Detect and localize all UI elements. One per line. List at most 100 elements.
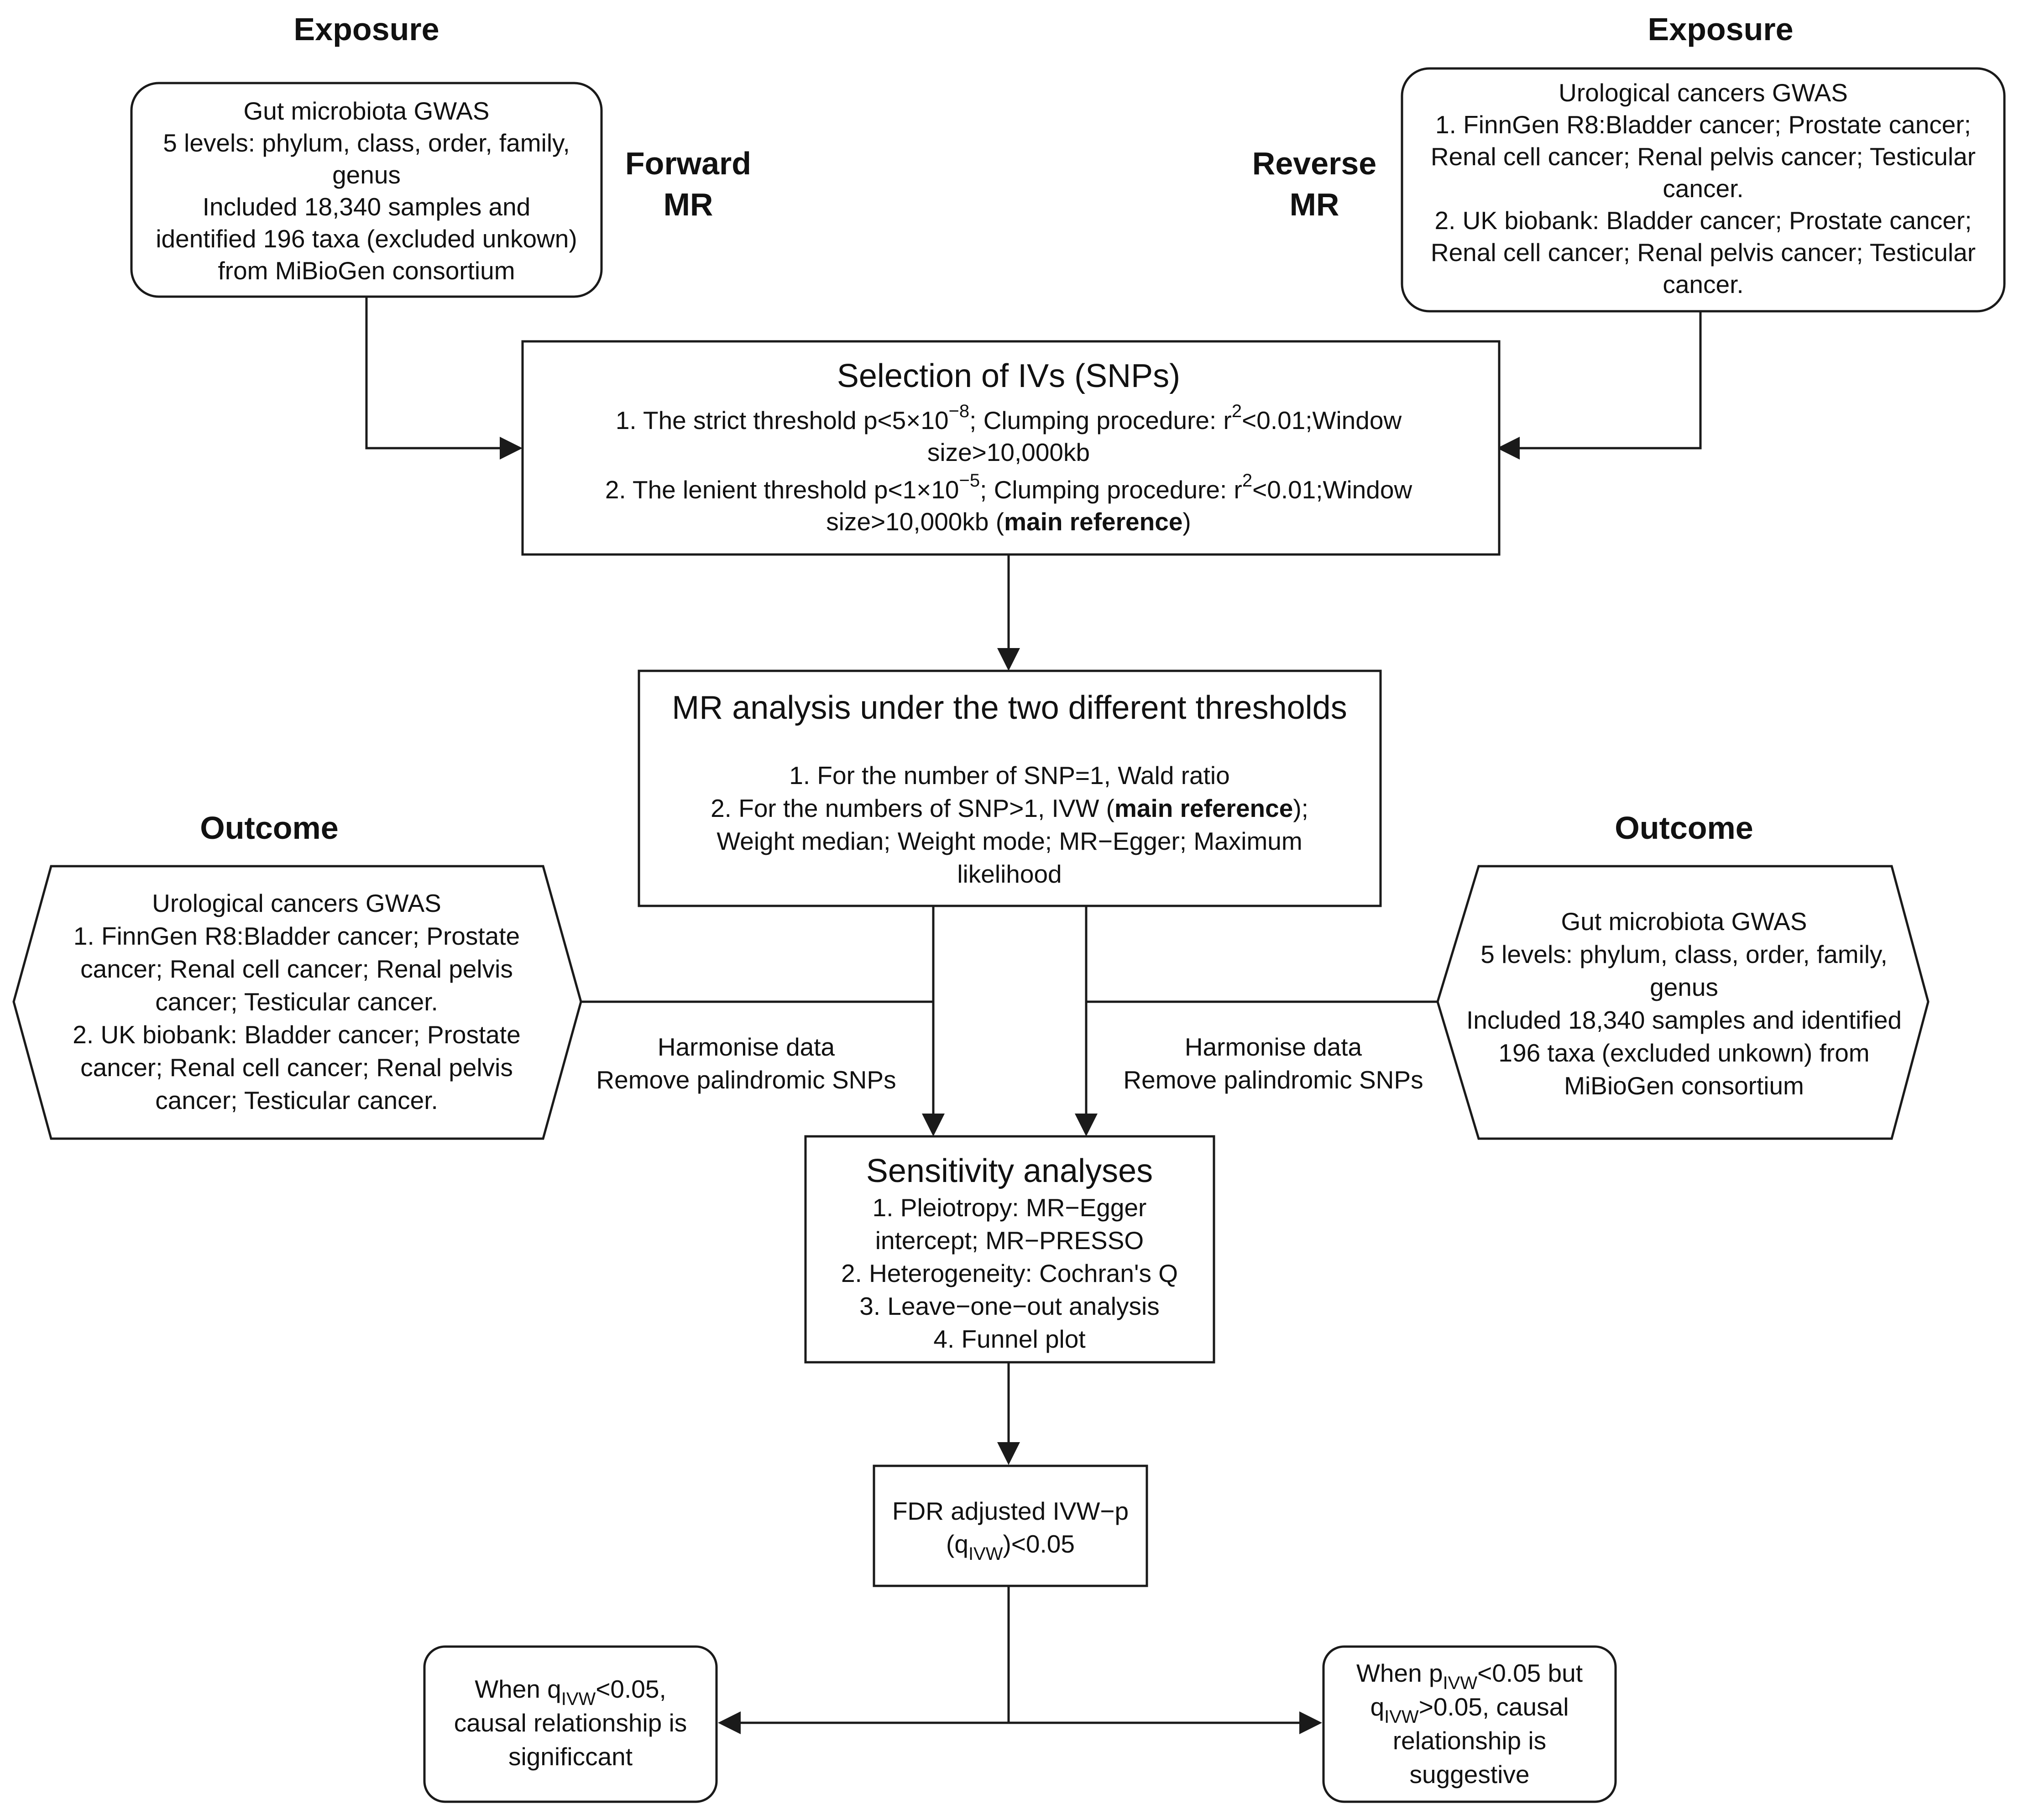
- box-line: 2. For the numbers of SNP>1, IVW (main r…: [711, 794, 1308, 822]
- text-run: IVW: [1443, 1673, 1478, 1693]
- box-line: 2. UK biobank: Bladder cancer; Prostate: [73, 1020, 520, 1049]
- box-line: 196 taxa (excluded unkown) from: [1498, 1039, 1869, 1067]
- right-harmonise-label: Harmonise data: [1185, 1033, 1362, 1061]
- box-line: 1. FinnGen R8:Bladder cancer; Prostate c…: [1435, 110, 1971, 139]
- selection-of-ivs-box: Selection of IVs (SNPs) 1. The strict th…: [521, 340, 1501, 556]
- box-line: genus: [1650, 973, 1718, 1001]
- sensitivity-analyses-box: Sensitivity analyses 1. Pleiotropy: MR−E…: [804, 1135, 1215, 1364]
- box-line: 2. Heterogeneity: Cochran's Q: [841, 1259, 1178, 1287]
- text-run: IVW: [1384, 1707, 1419, 1727]
- box-line: Included 18,340 samples and: [203, 193, 531, 221]
- gut-microbiota-exposure-box: Gut microbiota GWAS 5 levels: phylum, cl…: [130, 82, 603, 298]
- box-line: intercept; MR−PRESSO: [875, 1226, 1144, 1255]
- text-run: 2: [1232, 401, 1242, 421]
- box-line: cancer.: [1663, 270, 1743, 298]
- text-run: <0.01;Window: [1252, 476, 1412, 504]
- left-harmonise-label: Remove palindromic SNPs: [596, 1066, 896, 1094]
- text-run: >0.05, causal: [1419, 1693, 1569, 1721]
- forward-mr-label-line1: Forward: [625, 146, 751, 181]
- text-run: 2: [1242, 471, 1252, 491]
- mr-analysis-box: MR analysis under the two different thre…: [638, 669, 1382, 907]
- box-line: 4. Funnel plot: [933, 1325, 1085, 1353]
- strict-threshold-line: 1. The strict threshold p<5×10−8; Clumpi…: [616, 401, 1402, 434]
- box-line: Urological cancers GWAS: [1559, 78, 1848, 107]
- box-line: Included 18,340 samples and identified: [1466, 1006, 1902, 1034]
- box-line: 1. Pleiotropy: MR−Egger: [873, 1193, 1147, 1222]
- text-run: <0.01;Window: [1242, 406, 1402, 434]
- text-run: (q: [946, 1530, 968, 1558]
- box-line: Weight median; Weight mode; MR−Egger; Ma…: [717, 827, 1302, 855]
- text-run: IVW: [968, 1544, 1003, 1564]
- text-run: );: [1293, 794, 1308, 822]
- text-run: q: [1370, 1693, 1385, 1721]
- box-line: 2. UK biobank: Bladder cancer; Prostate …: [1434, 206, 1972, 235]
- box-line: cancer; Renal cell cancer; Renal pelvis: [80, 955, 513, 983]
- box-line: identified 196 taxa (excluded unkown): [156, 225, 577, 253]
- box-line: relationship is: [1393, 1726, 1546, 1755]
- text-run: <0.05,: [596, 1675, 666, 1703]
- box-line: suggestive: [1410, 1760, 1530, 1789]
- box-line: 1. For the number of SNP=1, Wald ratio: [789, 761, 1229, 790]
- fdr-box: FDR adjusted IVW−p (qIVW)<0.05: [873, 1464, 1148, 1587]
- box-line: Renal cell cancer; Renal pelvis cancer; …: [1431, 142, 1976, 171]
- text-run: 2. For the numbers of SNP>1, IVW (: [711, 794, 1114, 822]
- text-run: size>10,000kb (: [826, 507, 1004, 536]
- strict-window-line: size>10,000kb: [927, 438, 1090, 466]
- left-outcome-header: Outcome: [200, 810, 338, 846]
- box-line: cancer; Testicular cancer.: [155, 988, 438, 1016]
- box-line: qIVW>0.05, causal: [1370, 1693, 1569, 1727]
- gut-microbiota-outcome-box: Gut microbiota GWAS 5 levels: phylum, cl…: [1436, 865, 1930, 1140]
- box-line: Gut microbiota GWAS: [1561, 907, 1807, 936]
- box-line: causal relationship is: [454, 1709, 687, 1737]
- text-run: When p: [1356, 1659, 1443, 1687]
- connectors: [365, 297, 1702, 1734]
- right-exposure-header: Exposure: [1648, 11, 1794, 47]
- lenient-window-line: size>10,000kb (main reference): [826, 507, 1191, 536]
- text-run: 2. The lenient threshold p<1×10: [605, 476, 959, 504]
- lenient-threshold-line: 2. The lenient threshold p<1×10−5; Clump…: [605, 471, 1412, 504]
- box-line: When pIVW<0.05 but: [1356, 1659, 1583, 1693]
- box-line: from MiBioGen consortium: [218, 256, 515, 285]
- text-run: ): [1182, 507, 1191, 536]
- box-line: Gut microbiota GWAS: [244, 97, 490, 125]
- box-line: MiBioGen consortium: [1564, 1072, 1804, 1100]
- forward-exposure-connector: [365, 297, 523, 460]
- box-line: cancer; Renal cell cancer; Renal pelvis: [80, 1053, 513, 1082]
- box-line: significcant: [508, 1742, 633, 1771]
- text-run: <0.05 but: [1477, 1659, 1583, 1687]
- text-run: ; Clumping procedure: r: [980, 476, 1242, 504]
- text-run: −5: [959, 471, 980, 491]
- right-harmonise-label: Remove palindromic SNPs: [1123, 1066, 1423, 1094]
- reverse-mr-label-line2: MR: [1290, 187, 1339, 222]
- box-line: 3. Leave−one−out analysis: [859, 1292, 1159, 1320]
- box-line: (qIVW)<0.05: [946, 1530, 1075, 1564]
- selection-title: Selection of IVs (SNPs): [837, 358, 1180, 394]
- right-outcome-header: Outcome: [1615, 810, 1753, 846]
- box-line: cancer.: [1663, 174, 1743, 203]
- urological-cancers-outcome-box: Urological cancers GWAS 1. FinnGen R8:Bl…: [12, 865, 582, 1140]
- box-line: 1. FinnGen R8:Bladder cancer; Prostate: [73, 922, 520, 950]
- reverse-mr-label-line1: Reverse: [1252, 146, 1376, 181]
- left-exposure-header: Exposure: [294, 11, 439, 47]
- text-run: main reference: [1004, 507, 1182, 536]
- box-line: cancer; Testicular cancer.: [155, 1086, 438, 1114]
- mr-analysis-title: MR analysis under the two different thre…: [672, 690, 1347, 726]
- box-line: Urological cancers GWAS: [152, 889, 441, 917]
- box-line: 5 levels: phylum, class, order, family,: [163, 129, 570, 157]
- text-run: When q: [475, 1675, 561, 1703]
- forward-mr-label-line2: MR: [664, 187, 713, 222]
- left-harmonise-label: Harmonise data: [658, 1033, 835, 1061]
- text-run: −8: [949, 401, 970, 421]
- text-run: ; Clumping procedure: r: [969, 406, 1232, 434]
- box-line: Renal cell cancer; Renal pelvis cancer; …: [1431, 238, 1976, 267]
- box-line: FDR adjusted IVW−p: [892, 1497, 1129, 1525]
- text-run: 1. The strict threshold p<5×10: [616, 406, 949, 434]
- urological-cancers-exposure-box: Urological cancers GWAS 1. FinnGen R8:Bl…: [1401, 67, 2006, 313]
- box-line: likelihood: [957, 860, 1062, 888]
- text-run: )<0.05: [1003, 1530, 1074, 1558]
- text-run: main reference: [1114, 794, 1293, 822]
- box-line: genus: [332, 161, 401, 189]
- suggestive-result-box: When pIVW<0.05 but qIVW>0.05, causal rel…: [1322, 1645, 1617, 1803]
- sensitivity-title: Sensitivity analyses: [866, 1153, 1153, 1189]
